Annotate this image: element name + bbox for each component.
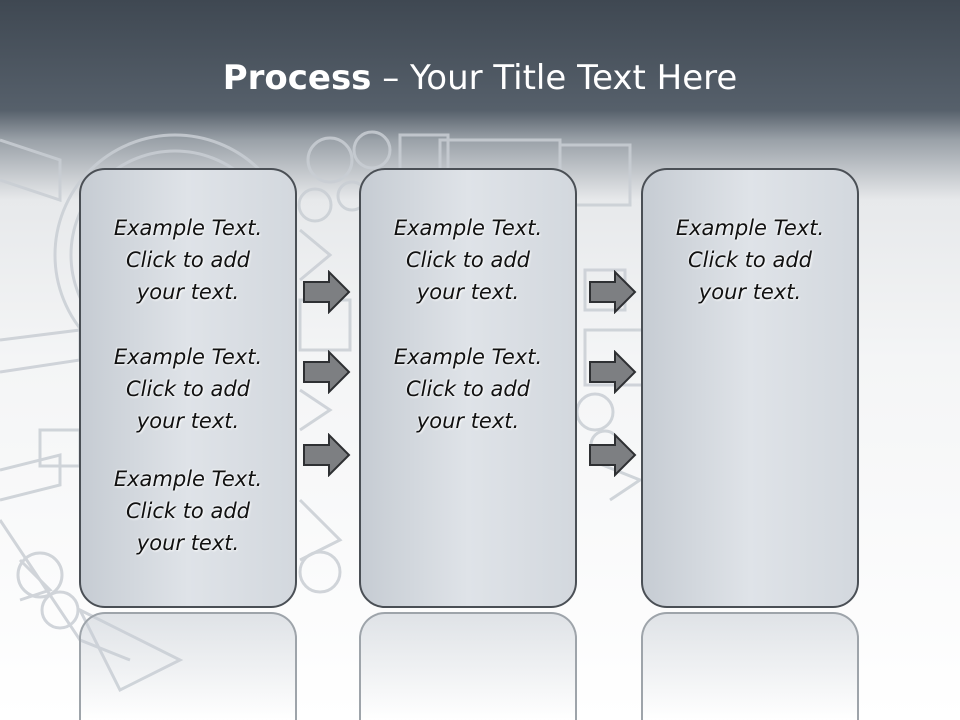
text-placeholder[interactable]: Example Text. Click to add your text. [361, 341, 575, 437]
text-line: Example Text. [113, 467, 263, 491]
text-line: your text. [136, 531, 240, 555]
right-arrow-icon [303, 270, 351, 314]
text-line: your text. [416, 280, 520, 304]
text-placeholder[interactable]: Example Text. Click to add your text. [643, 212, 857, 308]
text-line: your text. [698, 280, 802, 304]
text-line: your text. [136, 280, 240, 304]
process-column-1[interactable]: Example Text. Click to add your text. Ex… [79, 168, 297, 608]
right-arrow-icon [589, 433, 637, 477]
text-line: Example Text. [675, 216, 825, 240]
text-line: Example Text. [393, 216, 543, 240]
text-line: Click to add [405, 248, 530, 272]
column-3-reflection [641, 612, 859, 720]
column-2-reflection [359, 612, 577, 720]
title-bold-part: Process [222, 58, 372, 98]
right-arrow-icon [303, 350, 351, 394]
text-line: Click to add [125, 248, 250, 272]
right-arrow-icon [589, 270, 637, 314]
right-arrow-icon [303, 433, 351, 477]
text-line: Click to add [125, 377, 250, 401]
text-line: Click to add [405, 377, 530, 401]
text-line: your text. [136, 409, 240, 433]
text-placeholder[interactable]: Example Text. Click to add your text. [81, 212, 295, 308]
column-1-reflection [79, 612, 297, 720]
process-column-3[interactable]: Example Text. Click to add your text. [641, 168, 859, 608]
slide-title: Process – Your Title Text Here [0, 50, 960, 106]
text-placeholder[interactable]: Example Text. Click to add your text. [81, 341, 295, 437]
title-rest-part: – Your Title Text Here [371, 58, 738, 98]
text-line: Example Text. [113, 216, 263, 240]
right-arrow-icon [589, 350, 637, 394]
process-column-2[interactable]: Example Text. Click to add your text. Ex… [359, 168, 577, 608]
text-placeholder[interactable]: Example Text. Click to add your text. [81, 463, 295, 559]
text-line: Example Text. [393, 345, 543, 369]
text-line: Click to add [687, 248, 812, 272]
text-line: Example Text. [113, 345, 263, 369]
text-line: your text. [416, 409, 520, 433]
text-line: Click to add [125, 499, 250, 523]
text-placeholder[interactable]: Example Text. Click to add your text. [361, 212, 575, 308]
